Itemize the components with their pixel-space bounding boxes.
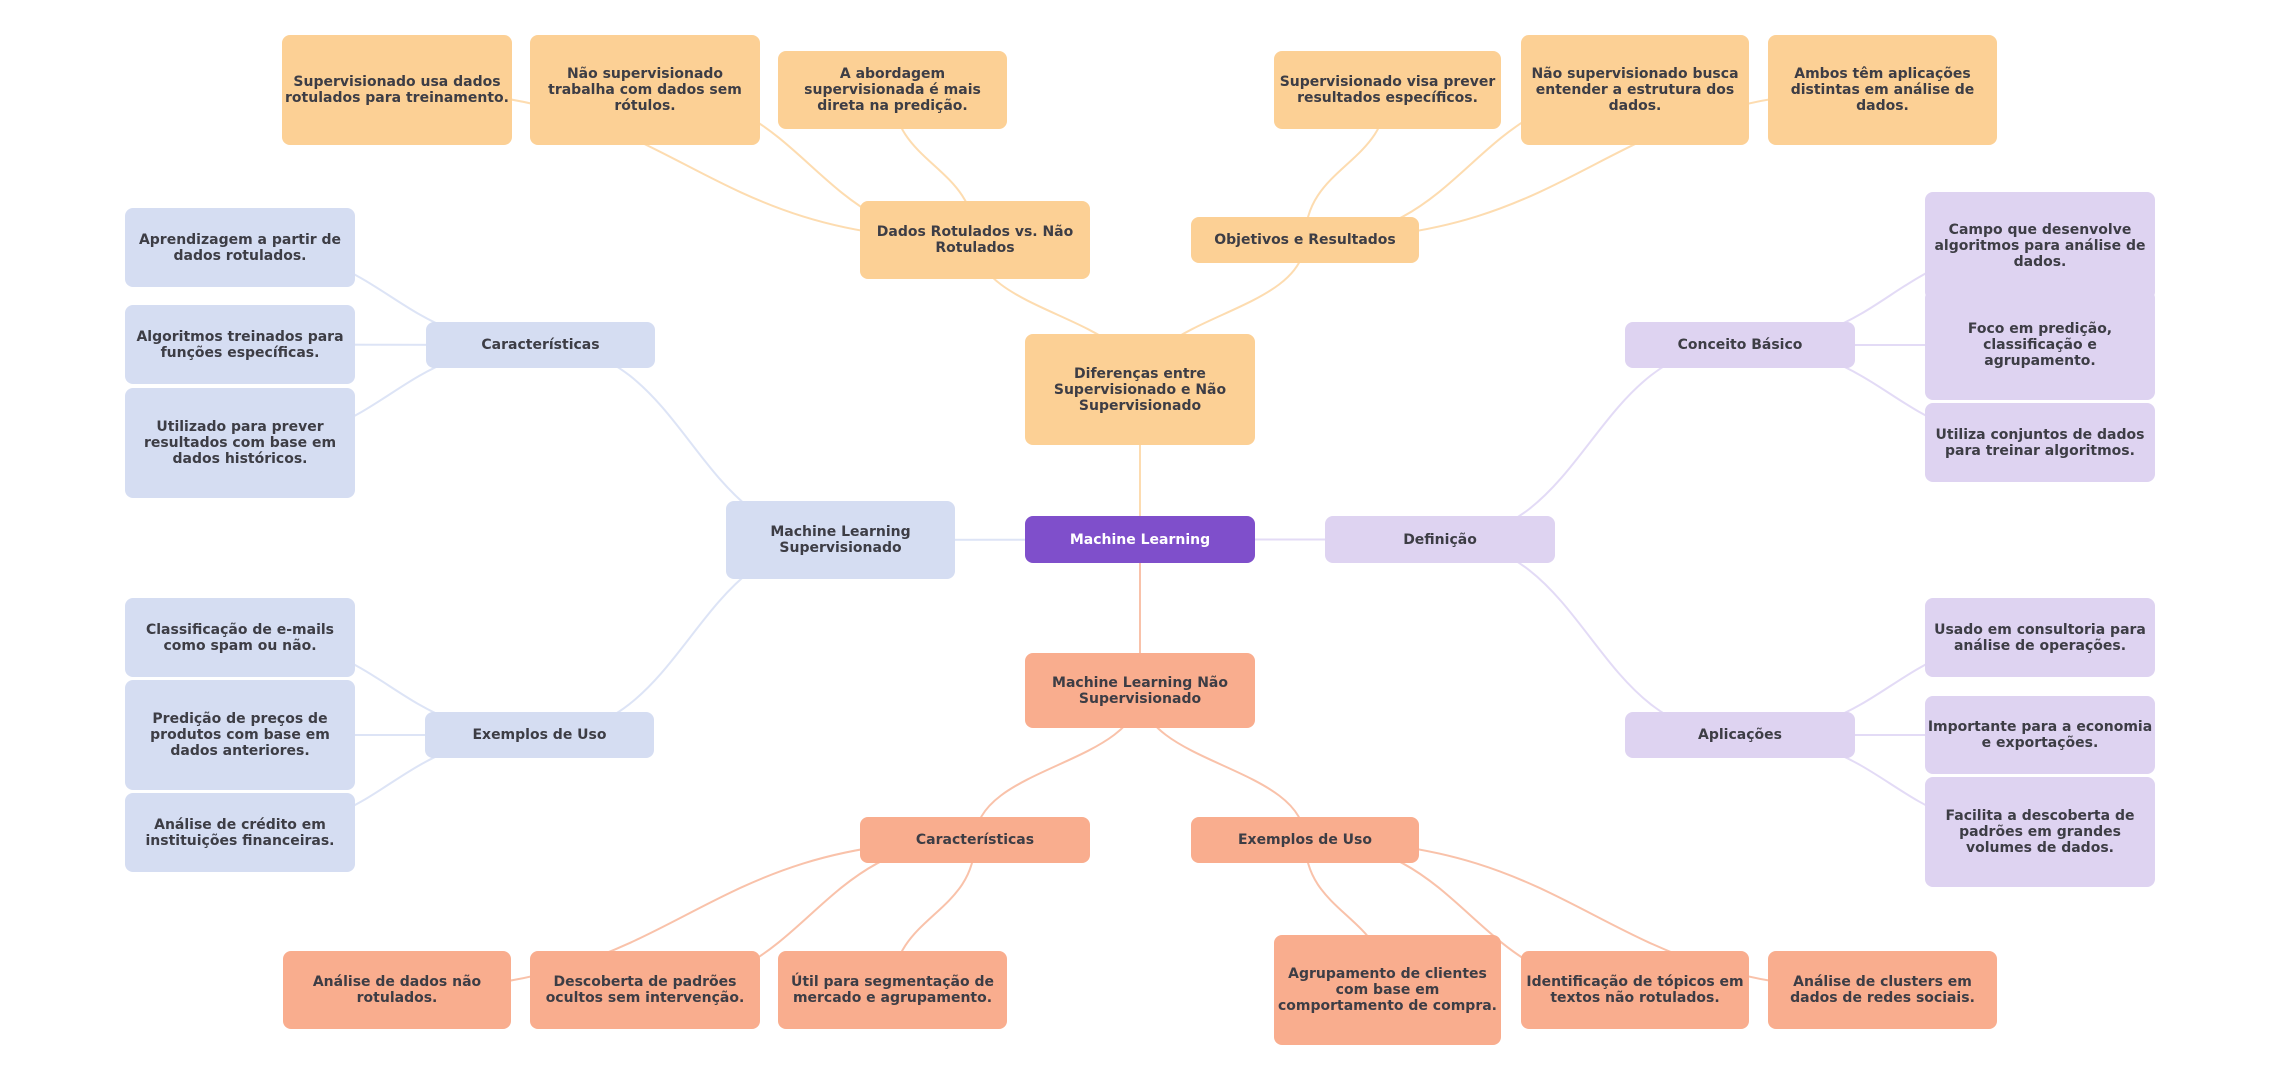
node-label: Foco em predição, classificação e agrupa… <box>1967 321 2113 369</box>
node-label: Não supervisionado busca entender a estr… <box>1531 66 1739 114</box>
node-label: Identificação de tópicos em textos não r… <box>1526 974 1744 1006</box>
node-label: Utilizado para prever resultados com bas… <box>143 419 337 467</box>
node-label: Útil para segmentação de mercado e agrup… <box>790 974 995 1006</box>
subtopic-node-characteristics[interactable]: Características <box>426 322 655 368</box>
node-label: Características <box>915 832 1035 848</box>
node-label: Utiliza conjuntos de dados para treinar … <box>1935 426 2145 459</box>
leaf-node[interactable]: Não supervisionado busca entender a estr… <box>1521 35 1749 145</box>
node-label: Machine Learning Não Supervisionado <box>1052 674 1228 707</box>
node-label: Machine Learning <box>1069 531 1211 548</box>
node-label: Descoberta de padrões ocultos sem interv… <box>545 974 745 1006</box>
leaf-node[interactable]: Análise de dados não rotulados. <box>283 951 511 1029</box>
node-label: Conceito Básico <box>1677 337 1803 353</box>
node-label: Classificação de e-mails como spam ou nã… <box>145 621 334 654</box>
leaf-node[interactable]: Importante para a economia e exportações… <box>1925 696 2155 774</box>
leaf-node[interactable]: Aprendizagem a partir de dados rotulados… <box>125 208 355 287</box>
subtopic-node-use-examples[interactable]: Exemplos de Uso <box>1191 817 1419 863</box>
subtopic-node-applications[interactable]: Aplicações <box>1625 712 1855 758</box>
node-label: Diferenças entre Supervisionado e Não Su… <box>1053 365 1227 414</box>
node-label: Dados Rotulados vs. Não Rotulados <box>876 224 1074 256</box>
leaf-node[interactable]: Usado em consultoria para análise de ope… <box>1925 598 2155 677</box>
node-label: Exemplos de Uso <box>1237 832 1373 848</box>
subtopic-node-goals-results[interactable]: Objetivos e Resultados <box>1191 217 1419 263</box>
leaf-node[interactable]: A abordagem supervisionada é mais direta… <box>778 51 1007 129</box>
node-label: Aplicações <box>1698 727 1782 743</box>
leaf-node[interactable]: Classificação de e-mails como spam ou nã… <box>125 598 355 677</box>
node-label: Facilita a descoberta de padrões em gran… <box>1945 808 2135 856</box>
root-node-machine-learning[interactable]: Machine Learning <box>1025 516 1255 563</box>
node-label: Importante para a economia e exportações… <box>1927 719 2153 751</box>
node-label: Usado em consultoria para análise de ope… <box>1934 621 2146 654</box>
leaf-node[interactable]: Algoritmos treinados para funções especí… <box>125 305 355 384</box>
node-label: Campo que desenvolve algoritmos para aná… <box>1934 222 2146 270</box>
node-label: Ambos têm aplicações distintas em anális… <box>1790 66 1975 114</box>
leaf-node[interactable]: Utilizado para prever resultados com bas… <box>125 388 355 498</box>
leaf-node[interactable]: Análise de crédito em instituições finan… <box>125 793 355 872</box>
leaf-node[interactable]: Predição de preços de produtos com base … <box>125 680 355 790</box>
leaf-node[interactable]: Facilita a descoberta de padrões em gran… <box>1925 777 2155 887</box>
node-label: Definição <box>1403 531 1477 548</box>
leaf-node[interactable]: Útil para segmentação de mercado e agrup… <box>778 951 1007 1029</box>
node-label: Não supervisionado trabalha com dados se… <box>548 66 742 114</box>
leaf-node[interactable]: Supervisionado visa prever resultados es… <box>1274 51 1501 129</box>
leaf-node[interactable]: Utiliza conjuntos de dados para treinar … <box>1925 403 2155 482</box>
branch-node-definition[interactable]: Definição <box>1325 516 1555 563</box>
node-label: Características <box>481 337 600 353</box>
leaf-node[interactable]: Análise de clusters em dados de redes so… <box>1768 951 1997 1029</box>
branch-node-supervised[interactable]: Machine Learning Supervisionado <box>726 501 955 579</box>
node-label: Predição de preços de produtos com base … <box>150 711 330 759</box>
node-label: Objetivos e Resultados <box>1214 232 1396 248</box>
leaf-node[interactable]: Campo que desenvolve algoritmos para aná… <box>1925 192 2155 300</box>
node-label: Análise de crédito em instituições finan… <box>145 816 335 849</box>
edge-def-to-def_basic <box>1439 344 1741 541</box>
node-label: Agrupamento de clientes com base em comp… <box>1277 966 1497 1014</box>
leaf-node[interactable]: Foco em predição, classificação e agrupa… <box>1925 290 2155 400</box>
leaf-node[interactable]: Agrupamento de clientes com base em comp… <box>1274 935 1501 1045</box>
node-label: Machine Learning Supervisionado <box>770 524 911 556</box>
node-label: A abordagem supervisionada é mais direta… <box>804 66 981 114</box>
subtopic-node-use-examples[interactable]: Exemplos de Uso <box>425 712 654 758</box>
node-label: Análise de dados não rotulados. <box>312 974 482 1006</box>
subtopic-node-basic-concept[interactable]: Conceito Básico <box>1625 322 1855 368</box>
leaf-node[interactable]: Descoberta de padrões ocultos sem interv… <box>530 951 760 1029</box>
node-label: Algoritmos treinados para funções especí… <box>136 328 344 361</box>
node-label: Exemplos de Uso <box>472 727 607 743</box>
node-label: Análise de clusters em dados de redes so… <box>1790 974 1975 1006</box>
leaf-node[interactable]: Ambos têm aplicações distintas em anális… <box>1768 35 1997 145</box>
branch-node-differences[interactable]: Diferenças entre Supervisionado e Não Su… <box>1025 334 1255 445</box>
node-label: Aprendizagem a partir de dados rotulados… <box>138 231 342 264</box>
edge-def-to-def_apps <box>1439 538 1741 736</box>
node-label: Supervisionado usa dados rotulados para … <box>285 74 509 106</box>
node-label: Supervisionado visa prever resultados es… <box>1279 74 1496 106</box>
branch-node-unsupervised[interactable]: Machine Learning Não Supervisionado <box>1025 653 1255 728</box>
leaf-node[interactable]: Identificação de tópicos em textos não r… <box>1521 951 1749 1029</box>
leaf-node[interactable]: Supervisionado usa dados rotulados para … <box>282 35 512 145</box>
subtopic-node-characteristics[interactable]: Características <box>860 817 1090 863</box>
leaf-node[interactable]: Não supervisionado trabalha com dados se… <box>530 35 760 145</box>
subtopic-node-labeled-vs-unlabeled[interactable]: Dados Rotulados vs. Não Rotulados <box>860 201 1090 279</box>
